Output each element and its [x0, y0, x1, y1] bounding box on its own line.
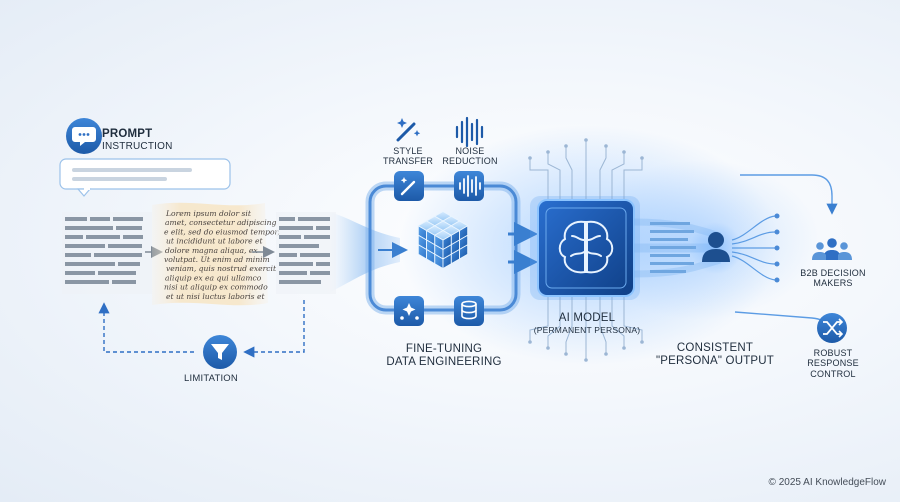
- feedback-arrow-right: [243, 300, 305, 358]
- circuit-trace: [611, 152, 625, 200]
- circuit-node: [622, 150, 626, 154]
- people-group-icon: [812, 238, 852, 260]
- circuit-node: [584, 358, 588, 362]
- circuit-node: [604, 144, 608, 148]
- handwritten-line: Lorem ipsum dolor sit: [165, 209, 252, 218]
- robust-line2: RESPONSE: [807, 358, 859, 369]
- handwritten-line: volutpat. Ut enim ad minim: [164, 255, 270, 264]
- limitation-label: LIMITATION: [184, 373, 238, 384]
- fan-out-lines: [731, 215, 776, 281]
- prompt-subtitle: INSTRUCTION: [102, 141, 173, 152]
- output-text-lines: [650, 222, 696, 273]
- feedback-arrow-left: [98, 302, 194, 353]
- magic-wand-icon: [396, 118, 421, 142]
- circuit-trace: [565, 296, 573, 354]
- circuit-trace: [599, 146, 607, 200]
- arrow-to-robust: [734, 311, 830, 328]
- prompt-chat-icon: [66, 118, 102, 154]
- input-beam: [330, 212, 400, 292]
- circuit-trace: [565, 146, 573, 200]
- circuit-trace: [547, 152, 561, 200]
- fine-tuning-label: FINE-TUNING DATA ENGINEERING: [386, 343, 501, 369]
- fine-tuning-loop: [365, 181, 521, 315]
- style-transfer-tile: [394, 171, 424, 201]
- b2b-line1: B2B DECISION: [800, 268, 866, 278]
- instruction-box: [59, 158, 231, 197]
- output-label: CONSISTENT "PERSONA" OUTPUT: [656, 342, 774, 368]
- input-document: [62, 212, 152, 294]
- circuit-trace: [547, 296, 561, 348]
- circuit-trace: [623, 158, 643, 200]
- circuit-node: [564, 352, 568, 356]
- circuit-trace: [599, 296, 607, 354]
- noise-reduction-tile: [454, 171, 484, 201]
- waveform-icon: [455, 116, 484, 148]
- robust-line3: CONTROL: [810, 368, 856, 379]
- style-transfer-line2: TRANSFER: [382, 156, 434, 167]
- prompt-title: PROMPT: [102, 128, 153, 140]
- circuit-node: [622, 346, 626, 350]
- noise-reduction-label: NOISE REDUCTION: [442, 146, 497, 167]
- b2b-line2: MAKERS: [813, 278, 853, 289]
- handwritten-line: amet, consectetur adipiscing: [165, 218, 277, 227]
- style-transfer-line1: STYLE: [393, 146, 423, 156]
- shuffle-icon: [817, 313, 847, 343]
- copyright-text: © 2025 AI KnowledgeFlow: [768, 477, 886, 488]
- circuit-node: [584, 138, 588, 142]
- circuit-node: [640, 340, 644, 344]
- style-transfer-label: STYLE TRANSFER: [383, 146, 433, 167]
- ai-model-title: AI MODEL: [558, 312, 616, 324]
- circuit-trace: [529, 296, 549, 342]
- fine-tuning-line2: DATA ENGINEERING: [386, 356, 502, 369]
- handwritten-line: e elit, sed do eiusmod tempor,: [164, 227, 280, 236]
- fan-out-dots: [774, 213, 780, 283]
- circuit-trace: [623, 296, 643, 342]
- noise-reduction-line1: NOISE: [455, 146, 485, 156]
- circuit-node: [604, 352, 608, 356]
- magic-tools-tile: [394, 296, 424, 326]
- circuit-node: [546, 346, 550, 350]
- ai-model-subtitle: (PERMANENT PERSONA): [533, 325, 641, 335]
- circuit-traces: [528, 138, 644, 362]
- handwritten-line: dolore magna aliqua, ex: [165, 246, 258, 255]
- arrow-to-b2b: [740, 174, 838, 215]
- circuit-node: [640, 156, 644, 160]
- circuit-trace: [529, 158, 549, 200]
- handwritten-paper: [152, 202, 268, 306]
- output-line1: CONSISTENT: [676, 342, 754, 354]
- robust-line1: ROBUST: [813, 348, 853, 358]
- handwritten-line: nisi ut aliquip ex commodo: [164, 283, 268, 292]
- persona-icon: [690, 222, 742, 274]
- b2b-label: B2B DECISION MAKERS: [800, 268, 865, 289]
- handwritten-line: aliquip ex ea qui ullamco: [165, 273, 262, 282]
- circuit-trace: [611, 296, 625, 348]
- handwritten-line: veniam, quis nostrud exercit: [166, 264, 277, 273]
- circuit-node: [564, 144, 568, 148]
- circuit-node: [528, 156, 532, 160]
- cube-facet: [442, 253, 452, 270]
- circuit-node: [528, 340, 532, 344]
- robust-label: ROBUST RESPONSE CONTROL: [807, 348, 859, 379]
- processed-document: [276, 212, 336, 294]
- data-cube-icon: [417, 210, 469, 270]
- handwritten-line: ut incididunt ut labore et: [166, 237, 264, 246]
- cube-facet: [433, 229, 453, 241]
- database-tile: [454, 296, 484, 326]
- circuit-node: [546, 150, 550, 154]
- noise-reduction-line2: REDUCTION: [442, 156, 498, 167]
- output-line2: "PERSONA" OUTPUT: [655, 355, 775, 368]
- fine-tuning-line1: FINE-TUNING: [405, 343, 483, 355]
- filter-icon: [203, 335, 237, 369]
- handwritten-line: et ut nisi luctus laboris et: [166, 292, 265, 301]
- brain-icon: [558, 220, 614, 274]
